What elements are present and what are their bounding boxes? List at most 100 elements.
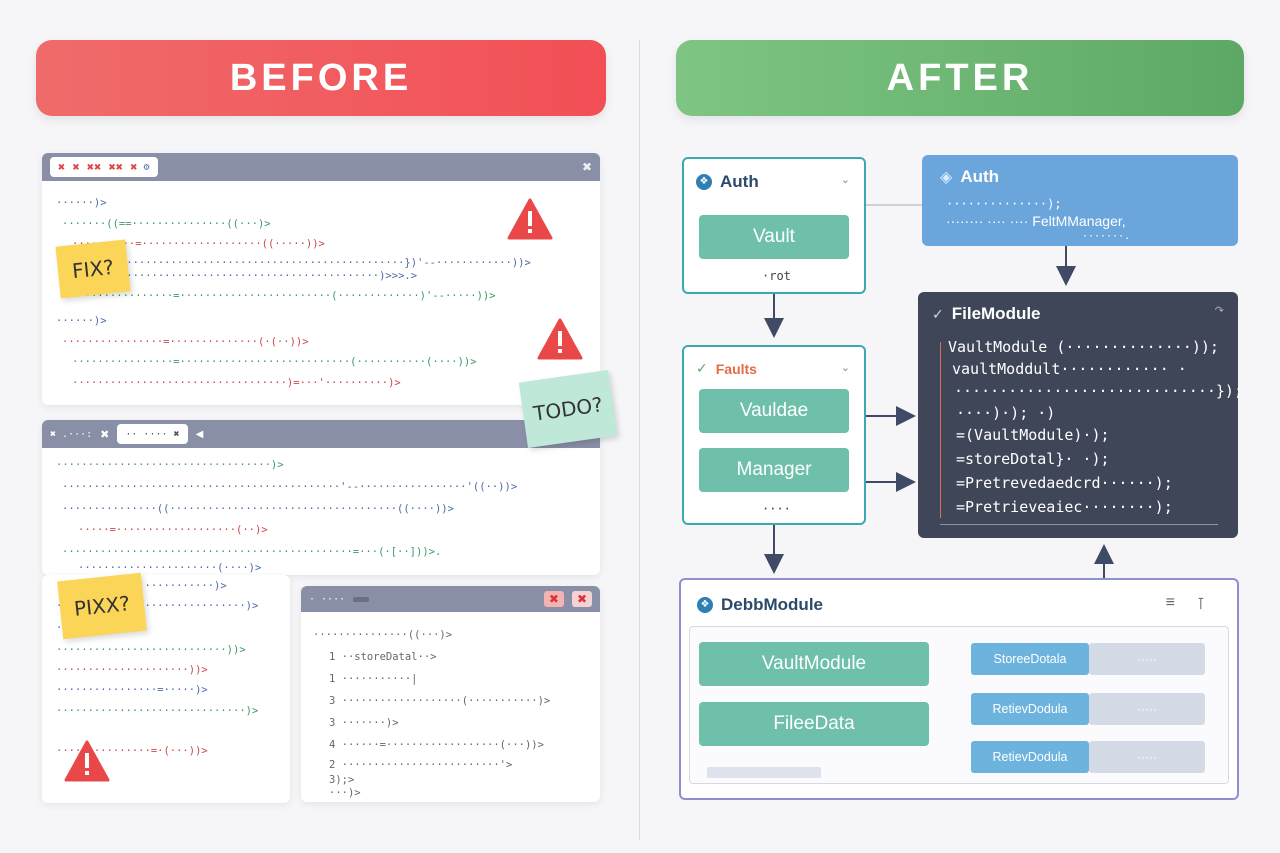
code-window-1-body: ······)> ·······((==···············((···… (42, 181, 600, 405)
retrieve-data-value[interactable]: ····· (1089, 741, 1205, 773)
filemodule-baseline (940, 524, 1218, 525)
filemodule-code-line: =(VaultModule)·); (956, 426, 1110, 444)
code-line: 1 ···········| (329, 673, 418, 685)
filemodule-code-line: ·····························}); (954, 382, 1243, 400)
module-icon: ❖ (697, 597, 713, 613)
code-line: ········································… (82, 257, 531, 269)
check-icon: ✓ (696, 360, 708, 376)
code-window-4-title: · ···· (309, 593, 346, 605)
faults-module[interactable]: ✓ Faults ⌄ Vauldae Manager ···· (682, 345, 866, 525)
code-line: ·····=···················(··)> (78, 524, 268, 536)
title-bar-handle (353, 596, 370, 602)
vault-component[interactable]: Vault (699, 215, 849, 259)
active-tab-close-icon[interactable]: ✖ (173, 428, 180, 440)
auth-module[interactable]: ❖ Auth ⌄ Vault ·rot (682, 157, 866, 294)
code-window-1: ✖ ✖ ✖✖ ✖✖ ✖ ⚙ ✖ ······)> ·······((==····… (42, 153, 600, 405)
filemodule-label: FileModule (951, 304, 1041, 323)
module-icon: ❖ (696, 174, 712, 190)
sticky-note-fix: PIXX? (57, 572, 147, 640)
filemodule-code-line: =storeDotal}· ·); (956, 450, 1110, 468)
vauldae-component[interactable]: Vauldae (699, 389, 849, 433)
tab-close-icon[interactable]: ✖ (100, 428, 110, 441)
code-line: ···························))> (56, 644, 246, 656)
code-line: ·······((==···············((···)> (62, 218, 271, 230)
code-line: ···············((·······················… (62, 503, 454, 515)
code-line: 3 ···················(···········)> (329, 695, 551, 707)
manager-component[interactable]: Manager (699, 448, 849, 492)
expand-icon[interactable]: ↷ (1214, 305, 1224, 317)
code-line: ·····················))> (56, 664, 208, 676)
debbmodule-panel[interactable]: ❖ DebbModule ≡ ⊺ VaultModule FileeData S… (679, 578, 1239, 800)
filemodule-code-line: ····)·); ·) (956, 404, 1056, 422)
code-window-1-titlebar: ✖ ✖ ✖✖ ✖✖ ✖ ⚙ ✖ (42, 153, 600, 181)
code-line: ················=·······················… (72, 356, 477, 368)
vaultmodule-component[interactable]: VaultModule (699, 642, 929, 686)
filemodule-code-line: vaultModdult············ · (952, 360, 1187, 378)
code-line: ··································)=···'… (72, 377, 401, 389)
code-line: ···)> (329, 787, 361, 799)
code-window-2-body: ··································)> ···… (42, 448, 600, 575)
code-line: ··········=···················((·····))> (72, 238, 325, 250)
window-close-icon[interactable]: ✖ (581, 160, 592, 174)
code-window-2-titlebar: ✖ .···: ✖ ·· ···· ✖ ◀ (42, 420, 600, 448)
diamond-icon: ◈ (940, 169, 953, 186)
retrieve-data-value[interactable]: ····· (1089, 693, 1205, 725)
store-data-value[interactable]: ····· (1089, 643, 1205, 675)
warning-icon (64, 740, 110, 782)
debbmodule-label: DebbModule (721, 595, 823, 614)
auth-config-label: Auth (960, 167, 1000, 186)
tool-icon[interactable]: ⚙ (143, 161, 150, 173)
active-tab[interactable]: ·· ···· ✖ (117, 424, 188, 444)
auth-config-panel[interactable]: ◈ Auth ··············); ········ ···· ··… (922, 155, 1238, 246)
sticky-note-fix: FIX? (55, 239, 131, 299)
code-window-1-tab[interactable]: ✖ ✖ ✖✖ ✖✖ ✖ ⚙ (50, 157, 158, 177)
code-line: ······)> (56, 197, 107, 209)
error-close-icon[interactable]: ✖ (543, 591, 564, 607)
code-line: 2 ·························'> (329, 759, 513, 771)
debbmodule-title: ❖ DebbModule (697, 595, 823, 615)
auth-module-title: ❖ Auth (696, 172, 759, 192)
filemodule-panel[interactable]: ✓ FileModule ↷ VaultModule (············… (918, 292, 1243, 538)
code-line: 3);> (329, 774, 355, 786)
code-line: ················=··············(·(··))> (62, 336, 309, 348)
arrow-icon[interactable]: ◀ (195, 428, 204, 440)
code-line: ········································… (62, 481, 518, 493)
faults-module-title: ✓ Faults (696, 360, 757, 377)
menu-icon[interactable]: ≡ (1165, 594, 1175, 611)
center-divider (639, 40, 640, 840)
code-line: 1 ··storeDatal··> (329, 651, 437, 663)
tab-close-icons[interactable]: ✖ ✖ ✖✖ ✖✖ ✖ (58, 160, 138, 174)
after-banner: AFTER (676, 40, 1244, 116)
code-window-4: · ···· ✖ ✖ ···············((···)> 1 ··st… (301, 586, 600, 802)
code-line: ··································)> (56, 459, 284, 471)
chevron-down-icon[interactable]: ⌄ (840, 362, 850, 374)
filemodule-title: ✓ FileModule (932, 304, 1041, 324)
retievdodula-cell[interactable]: RetievDodula (971, 693, 1089, 725)
fileedata-component[interactable]: FileeData (699, 702, 929, 746)
filemodule-code-line: =Pretrieveaiec········); (956, 498, 1173, 516)
code-line: 4 ······=··················(···))> (329, 739, 544, 751)
filemodule-gutter (940, 342, 941, 518)
storeedotala-cell[interactable]: StoreeDotala (971, 643, 1089, 675)
auth-config-line: ··············); (946, 197, 1062, 211)
faults-module-footer: ···· (762, 502, 791, 516)
code-line: ········································… (82, 270, 418, 282)
warning-icon (537, 318, 583, 360)
collapse-icon[interactable]: ⊺ (1196, 596, 1205, 613)
auth-config-line: ········ ···· ···· FeltMManager, (946, 213, 1126, 229)
code-line: ······························)> (56, 705, 259, 717)
auth-module-label: Auth (720, 172, 759, 191)
chevron-down-icon[interactable]: ⌄ (840, 174, 850, 186)
before-banner: BEFORE (36, 40, 606, 116)
tab-label[interactable]: ✖ .···: (50, 428, 93, 440)
auth-module-footer: ·rot (762, 269, 791, 283)
code-line: ········································… (62, 546, 442, 558)
code-window-2: ✖ .···: ✖ ·· ···· ✖ ◀ ··················… (42, 420, 600, 575)
close-icon[interactable]: ✖ (571, 591, 592, 607)
retievdodula-cell[interactable]: RetievDodula (971, 741, 1089, 773)
code-window-4-titlebar: · ···· ✖ ✖ (301, 586, 600, 612)
sticky-note-todo: TODO? (518, 370, 618, 448)
auth-config-title: ◈ Auth (940, 167, 999, 187)
auth-config-line: ·······. (1082, 231, 1131, 242)
code-line: ················=·······················… (72, 290, 496, 302)
